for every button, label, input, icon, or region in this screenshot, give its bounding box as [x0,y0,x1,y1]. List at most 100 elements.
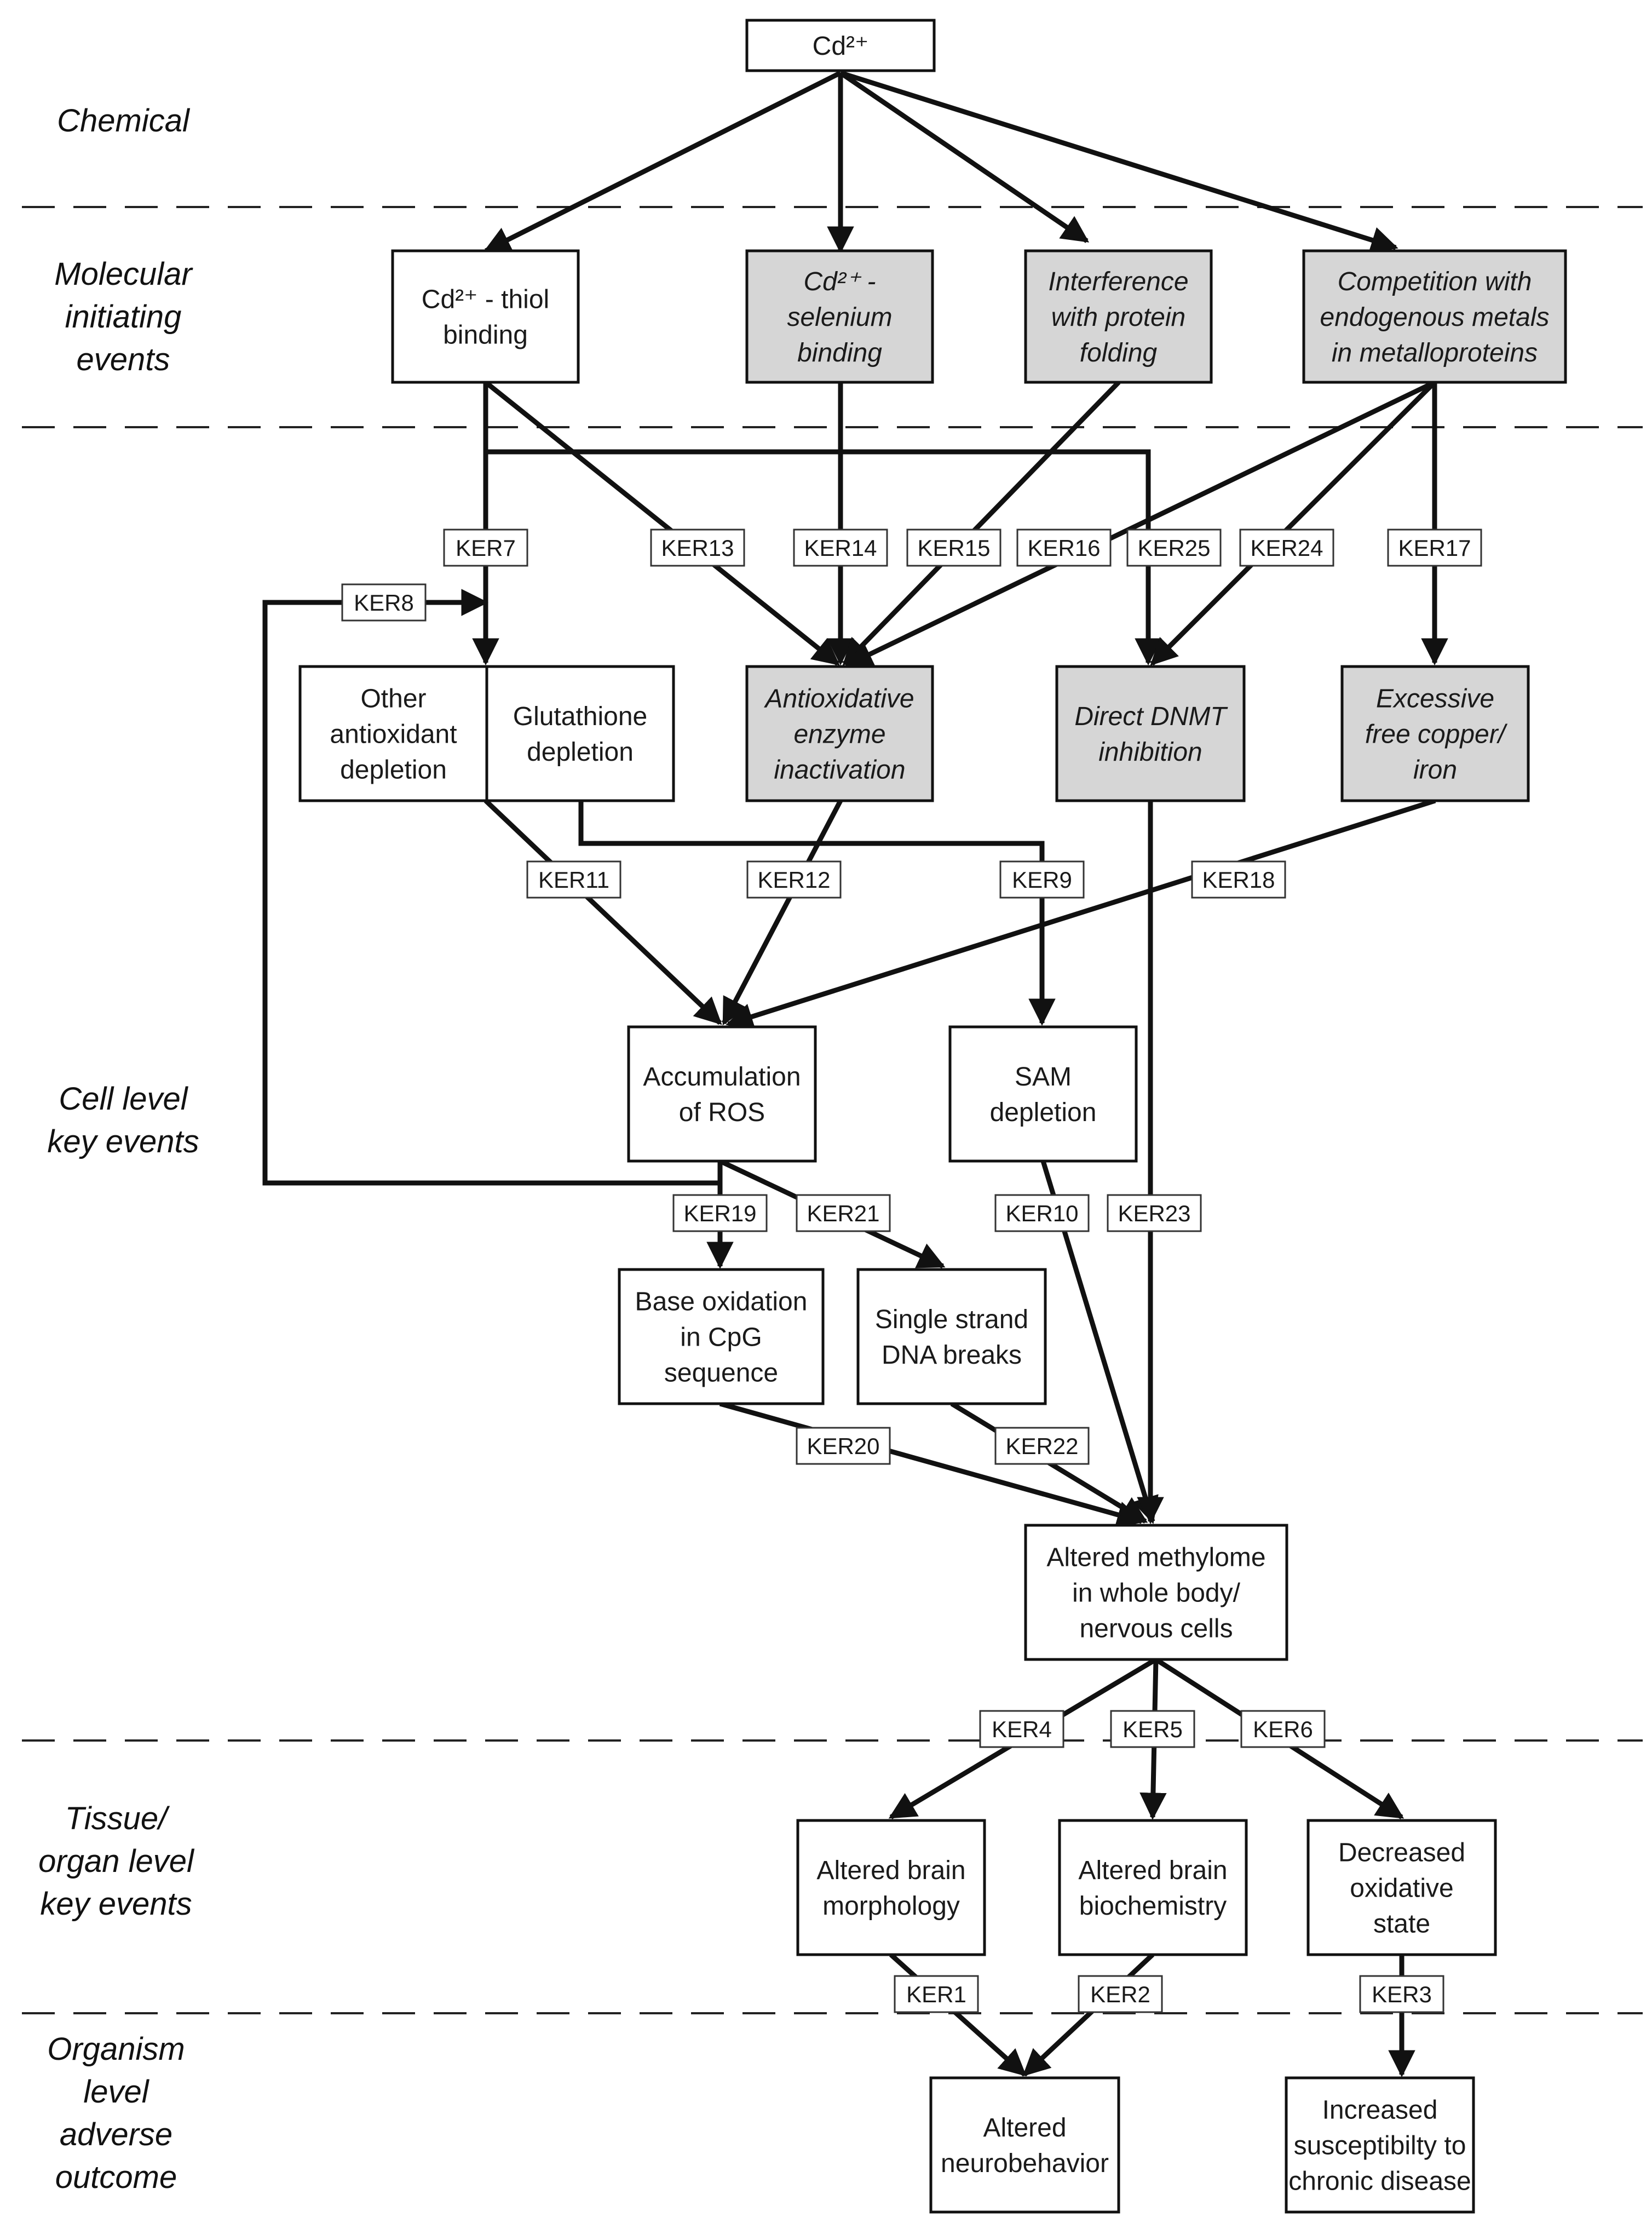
level-label-chemical: Chemical [57,103,191,139]
ker-label-ker21: KER21 [796,1194,891,1232]
svg-text:KER11: KER11 [538,867,609,893]
svg-text:KER9: KER9 [1012,867,1072,893]
svg-text:KER3: KER3 [1372,1981,1432,2007]
svg-text:KER4: KER4 [992,1716,1052,1742]
svg-text:KER10: KER10 [1005,1200,1078,1226]
ker-label-ker13: KER13 [650,529,745,567]
ker-label-ker3: KER3 [1359,1975,1444,2013]
arrow-ker18 [726,798,1436,1030]
ker-label-ker5: KER5 [1110,1710,1195,1748]
svg-text:KER14: KER14 [804,535,877,561]
ker-label-ker9: KER9 [999,860,1085,899]
event-box-cd: Cd²⁺ [745,19,936,72]
svg-text:KER5: KER5 [1123,1716,1183,1742]
svg-text:KER24: KER24 [1250,535,1323,561]
svg-text:KER8: KER8 [354,590,414,616]
svg-text:KER25: KER25 [1137,535,1210,561]
svg-text:KER21: KER21 [807,1200,879,1226]
svg-text:KER17: KER17 [1398,535,1471,561]
arrow-ker12 [722,799,843,1026]
ker-label-ker20: KER20 [796,1427,891,1465]
svg-text:KER2: KER2 [1090,1981,1150,2007]
arrow-ker15 [842,380,1121,666]
ker-label-ker2: KER2 [1078,1975,1163,2013]
ker-label-ker7: KER7 [443,529,528,567]
arrow-ker13 [484,380,840,666]
arrow-cd-to-metals [839,70,1398,254]
ker-label-ker17: KER17 [1387,529,1482,567]
ker-label-ker10: KER10 [994,1194,1090,1232]
arrow-cd-to-folding [839,71,1090,243]
ker-label-ker11: KER11 [526,860,621,899]
ker-label-ker19: KER19 [672,1194,768,1232]
ker-label-ker15: KER15 [906,529,1001,567]
svg-text:KER23: KER23 [1118,1200,1190,1226]
arrow-ker9 [578,801,1056,1026]
svg-text:KER7: KER7 [456,535,516,561]
svg-text:KER12: KER12 [757,867,830,893]
arrow-ker2 [1022,1952,1155,2077]
ker-label-ker23: KER23 [1107,1194,1202,1232]
svg-text:KER13: KER13 [661,535,734,561]
ker-label-ker18: KER18 [1191,860,1286,899]
ker-label-ker22: KER22 [994,1427,1090,1465]
arrow-cd-to-thiol [483,70,842,254]
arrow-ker16 [845,380,1436,668]
svg-text:KER22: KER22 [1005,1433,1078,1459]
ker-label-ker1: KER1 [894,1975,979,2013]
arrow-ker24 [1150,380,1437,666]
ker-label-ker12: KER12 [746,860,842,899]
svg-text:KER1: KER1 [906,1981,966,2007]
svg-text:KER16: KER16 [1027,535,1100,561]
arrow-ker20 [719,1401,1144,1528]
svg-text:KER18: KER18 [1202,867,1275,893]
arrow-ker1 [889,1952,1027,2077]
ker-label-ker6: KER6 [1240,1710,1326,1748]
event-label-cd: Cd²⁺ [813,32,869,61]
arrow-ker25 [486,449,1162,665]
svg-text:KER19: KER19 [683,1200,756,1226]
svg-text:KER15: KER15 [917,535,990,561]
arrow-ker11 [483,799,722,1025]
